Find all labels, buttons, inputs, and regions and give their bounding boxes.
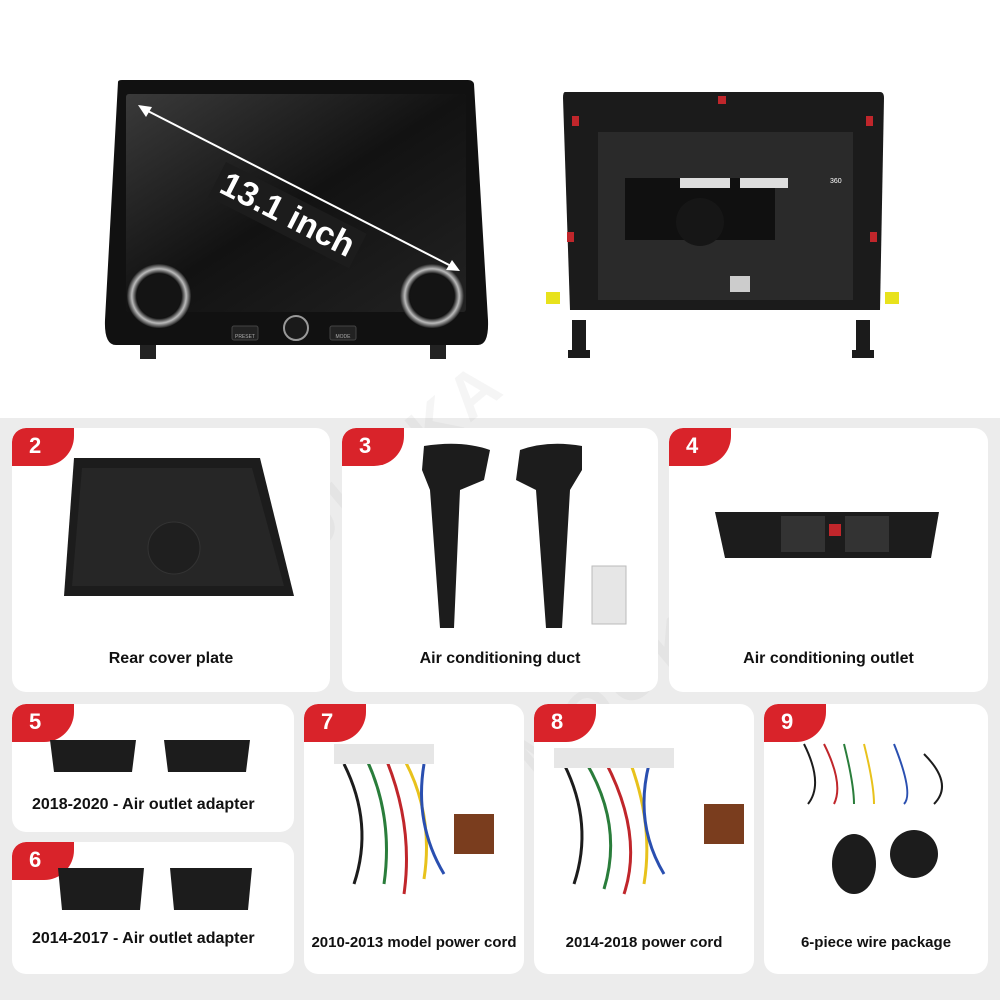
item-number-badge: 3 xyxy=(342,428,404,466)
item-caption: 2010-2013 model power cord xyxy=(311,934,517,951)
hero-section: 13.1 inch PRESET MODE 360 xyxy=(0,0,1000,418)
mode-button-label: MODE xyxy=(335,334,351,340)
item-caption: 2014-2018 power cord xyxy=(565,934,723,951)
rear-sticker-label: 360 xyxy=(830,178,842,185)
head-unit-rear-image xyxy=(546,92,899,358)
item-card-6: 6 2014-2017 - Air outlet adapter xyxy=(12,842,294,974)
air-conditioning-duct-image xyxy=(422,443,627,628)
item-card-8: 8 2014-2018 power cord xyxy=(534,704,754,974)
wire-package-image xyxy=(803,743,943,894)
item-caption: Air conditioning duct xyxy=(419,650,581,667)
preset-button-label: PRESET xyxy=(234,334,255,340)
power-cord-2010-image xyxy=(334,744,494,895)
head-unit-front-image xyxy=(104,80,489,359)
air-outlet-adapter-2014-image xyxy=(58,868,252,910)
item-number-badge: 4 xyxy=(669,428,731,466)
item-caption: 2018-2020 - Air outlet adapter xyxy=(32,796,255,813)
air-outlet-adapter-2018-image xyxy=(50,740,250,772)
item-card-7: 7 2010-2013 model power cord xyxy=(304,704,524,974)
item-card-9: 9 6-piece wire package xyxy=(764,704,988,974)
item-card-4: 4 Air conditioning outlet xyxy=(669,428,988,692)
power-cord-2014-image xyxy=(554,748,744,895)
item-caption: 6-piece wire package xyxy=(800,934,952,951)
rear-cover-plate-image xyxy=(64,458,294,596)
item-caption: 2014-2017 - Air outlet adapter xyxy=(32,930,255,947)
item-caption: Rear cover plate xyxy=(108,650,234,667)
item-card-5: 5 2018-2020 - Air outlet adapter xyxy=(12,704,294,832)
item-number-badge: 8 xyxy=(534,704,596,742)
air-conditioning-outlet-image xyxy=(715,512,939,558)
item-caption: Air conditioning outlet xyxy=(743,650,914,667)
item-card-3: 3 Air conditioning duct xyxy=(342,428,658,692)
item-card-2: 2 Rear cover plate xyxy=(12,428,330,692)
